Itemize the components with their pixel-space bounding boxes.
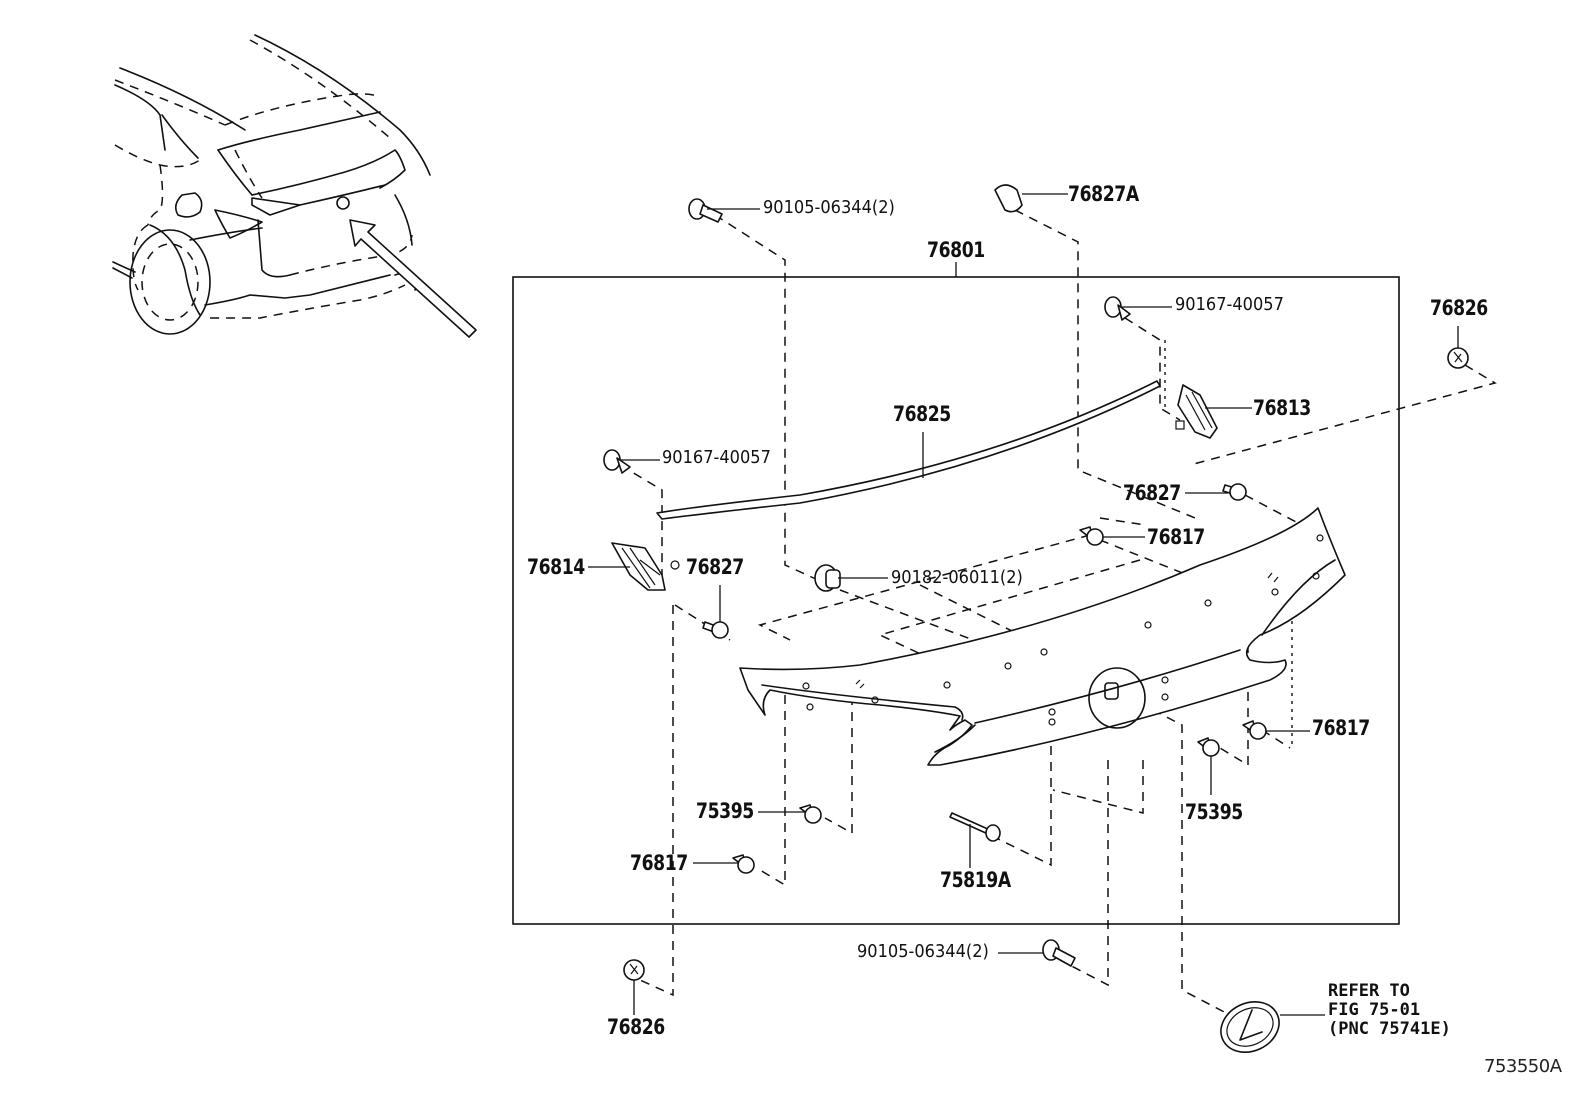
part-label-grommet: 90182-06011(2): [891, 567, 1023, 588]
part-label-bolt-bottom: 90105-06344(2): [857, 941, 989, 962]
bolt-icon: [1042, 939, 1076, 967]
leader-lines: [588, 193, 1459, 1016]
clip-icon: [1079, 526, 1104, 546]
clip-icon: [702, 621, 729, 639]
assembly-guide-lines: [619, 209, 1497, 1016]
part-label-screw-left: 90167-40057: [662, 447, 771, 468]
part-label-clip-left: 76827: [686, 555, 744, 579]
clip-icon: [1222, 483, 1247, 501]
part-label-retainer-right: 75395: [1185, 800, 1243, 824]
clip-icon: [732, 854, 755, 874]
grommet-icon: [814, 564, 841, 592]
part-label-retainer-left: 75395: [696, 799, 754, 823]
lexus-emblem-icon: [1220, 1001, 1280, 1053]
molding-strip: [656, 380, 1161, 520]
part-label-screw-right: 90167-40057: [1175, 294, 1284, 315]
part-label-bracket-left: 76814: [527, 555, 585, 579]
nut-icon: [1447, 347, 1469, 369]
clip-icon: [1242, 720, 1267, 740]
location-arrow-icon: [349, 219, 477, 338]
screw-icon: [603, 449, 631, 474]
bracket-76814: [611, 542, 680, 591]
part-label-molding: 76825: [893, 402, 951, 426]
reference-note-line2: FIG 75-01: [1328, 1000, 1421, 1020]
figure-code: 753550A: [1484, 1056, 1562, 1077]
part-label-clip-lower-right: 76817: [1312, 716, 1370, 740]
back-door-garnish-panel: [739, 507, 1346, 766]
retainer-icon: [799, 804, 822, 824]
part-label-clip-lower-left: 76817: [630, 851, 688, 875]
vehicle-rear-view-icon: [112, 34, 431, 335]
bracket-76813: [1175, 384, 1218, 439]
part-label-nut-left: 76826: [607, 1015, 665, 1039]
part-label-bracket-right: 76813: [1253, 396, 1311, 420]
screw-icon: [1104, 296, 1131, 321]
stay-rod-icon: [949, 812, 1001, 842]
retainer-icon: [1197, 737, 1220, 757]
assembly-label: 76801: [927, 238, 985, 262]
clip-icon: [994, 184, 1023, 213]
reference-note-line1: REFER TO: [1328, 981, 1410, 1001]
reference-note: REFER TO FIG 75-01 (PNC 75741E): [1328, 982, 1451, 1039]
part-label-clip-right: 76827: [1123, 481, 1181, 505]
part-label-clip-upper-right: 76817: [1147, 525, 1205, 549]
part-label-bolt-top: 90105-06344(2): [763, 197, 895, 218]
nut-icon: [623, 959, 645, 981]
bolt-icon: [688, 198, 723, 223]
part-label-nut-right: 76826: [1430, 296, 1488, 320]
reference-note-line3: (PNC 75741E): [1328, 1019, 1451, 1039]
part-label-stay: 75819A: [940, 868, 1011, 892]
part-label-clip-top: 76827A: [1068, 182, 1139, 206]
